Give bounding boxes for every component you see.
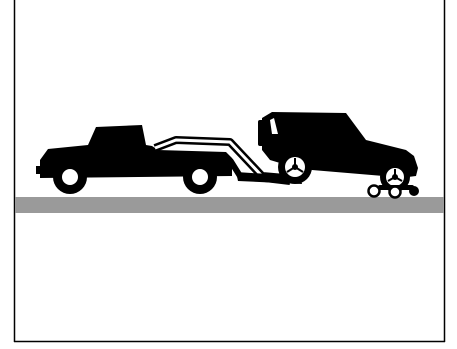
road xyxy=(15,197,444,213)
wheel-chock-dolly-icon xyxy=(369,185,420,198)
pickup-truck-icon xyxy=(36,125,232,194)
